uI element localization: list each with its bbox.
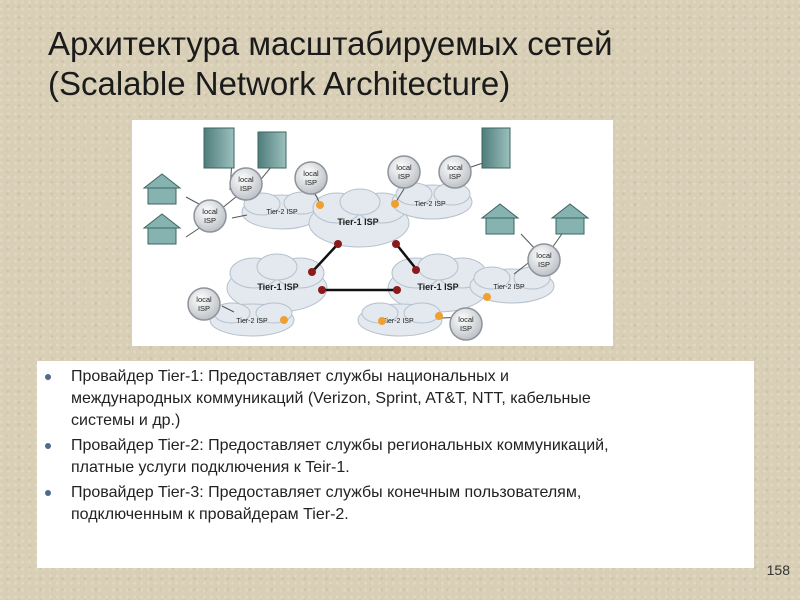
tier2-label-bottom-right: Tier-2 ISP [382,318,414,325]
bullet-line: Провайдер Tier-2: Предоставляет службы р… [71,437,609,454]
tier2-label-bottom-left: Tier-2 ISP [236,318,268,325]
svg-text:ISP: ISP [240,184,252,193]
svg-text:local: local [536,251,552,260]
bullet-line: платные услуги подключения к Teir-1. [71,459,350,476]
bullet-icon [45,374,51,380]
list-item: Провайдер Tier-1: Предоставляет службы н… [37,366,754,432]
svg-text:ISP: ISP [198,304,210,313]
bullet-line: международных коммуникаций (Verizon, Spr… [71,390,591,407]
list-item: Провайдер Tier-2: Предоставляет службы р… [37,435,754,479]
bullet-line: Провайдер Tier-3: Предоставляет службы к… [71,484,582,501]
tier1-label-right: Tier-1 ISP [417,282,458,292]
svg-text:ISP: ISP [460,324,472,333]
tier1-router-dots [308,240,420,294]
bullet-line: системы и др.) [71,412,181,429]
local-isp-nodes [187,155,561,341]
title-line-2: (Scalable Network Architecture) [48,65,511,102]
svg-text:ISP: ISP [398,172,410,181]
title-line-1: Архитектура масштабируемых сетей [48,25,613,62]
cloud-labels: Tier-1 ISP Tier-1 ISP Tier-1 ISP Tier-2 … [236,201,525,325]
house-icon [142,173,590,245]
office-building-icon [203,127,511,169]
svg-text:local: local [458,315,474,324]
svg-text:ISP: ISP [449,172,461,181]
svg-text:local: local [303,169,319,178]
svg-text:local: local [238,175,254,184]
tier1-cloud-top [308,188,410,248]
list-item: Провайдер Tier-3: Предоставляет службы к… [37,482,754,526]
svg-text:ISP: ISP [305,178,317,187]
bullet-line: Провайдер Tier-1: Предоставляет службы н… [71,368,509,385]
bullet-icon [45,443,51,449]
svg-text:ISP: ISP [538,260,550,269]
svg-text:ISP: ISP [204,216,216,225]
tier2-label-top-left: Tier-2 ISP [266,209,298,216]
svg-text:local: local [447,163,463,172]
bullet-list: Провайдер Tier-1: Предоставляет службы н… [37,361,754,526]
tier1-label-top: Tier-1 ISP [337,217,378,227]
svg-text:local: local [196,295,212,304]
tier1-label-left: Tier-1 ISP [257,282,298,292]
tier2-cloud-bottom-left [209,302,295,337]
bullet-icon [45,490,51,496]
slide-title: Архитектура масштабируемых сетей (Scalab… [48,24,768,104]
tier2-cloud-bottom-right [357,302,443,337]
svg-text:local: local [396,163,412,172]
tier2-label-right: Tier-2 ISP [493,284,525,291]
tier1-cloud-left [226,253,328,313]
tier2-label-top-right: Tier-2 ISP [414,201,446,208]
tier1-backbone-links [311,244,418,292]
bullet-line: подключенным к провайдерам Tier-2. [71,506,349,523]
tier2-cloud-right [469,266,555,304]
page-number: 158 [766,562,790,578]
svg-text:local: local [202,207,218,216]
tier2-cloud-top-left [241,191,323,230]
tier2-edge-dots [280,200,491,325]
bullet-list-panel: Провайдер Tier-1: Предоставляет службы н… [37,361,754,568]
